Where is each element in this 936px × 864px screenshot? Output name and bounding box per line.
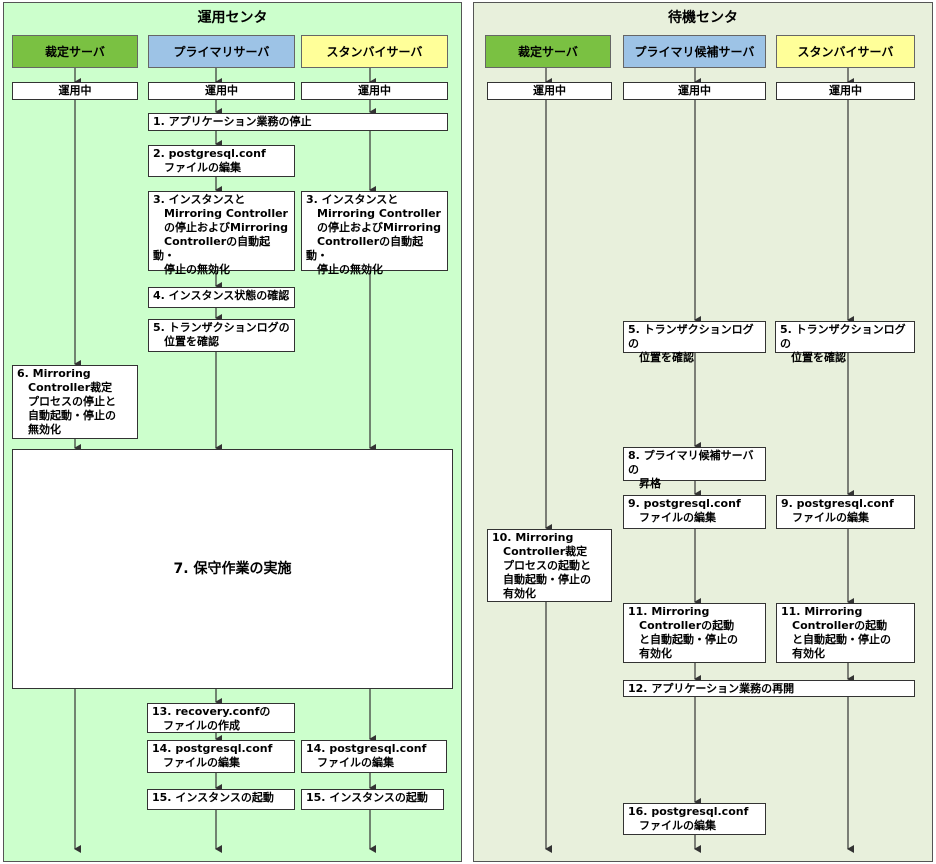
left-judge-header: 裁定サーバ [12,35,138,68]
step-1-stop-application: 1. アプリケーション業務の停止 [148,113,448,131]
step-3-standby-stop-instance: 3. インスタンスと Mirroring Controller の停止およびMi… [301,191,448,276]
standby-center-title: 待機センタ [668,10,738,26]
right-standby-status: 運用中 [776,82,915,100]
step-13-create-recovery-conf: 13. recovery.confの ファイルの作成 [147,703,295,733]
right-primary-candidate-header: プライマリ候補サーバ [623,35,766,68]
right-standby-header: スタンバイサーバ [776,35,915,68]
step-16-edit-postgresql-conf: 16. postgresql.conf ファイルの編集 [623,803,766,835]
step-4-check-instance-state: 4. インスタンス状態の確認 [148,287,295,308]
step-11-standby-start-mirroring-controller: 11. Mirroring Controllerの起動 と自動起動・停止の 有効… [776,603,915,663]
step-5-candidate-check-wal-position: 5. トランザクションログの 位置を確認 [623,321,766,364]
step-8-promote-candidate: 8. プライマリ候補サーバの 昇格 [623,447,766,490]
left-primary-status: 運用中 [148,82,295,100]
step-12-resume-application: 12. アプリケーション業務の再開 [623,680,915,697]
right-primary-candidate-status: 運用中 [623,82,766,100]
step-15-standby-start-instance: 15. インスタンスの起動 [301,789,444,810]
step-7-maintenance-work: 7. 保守作業の実施 [12,449,453,689]
operation-center-title: 運用センタ [197,10,268,26]
step-14-standby-edit-postgresql-conf: 14. postgresql.conf ファイルの編集 [301,740,447,773]
right-judge-header: 裁定サーバ [485,35,611,68]
step-2-edit-postgresql-conf: 2. postgresql.conf ファイルの編集 [148,145,295,177]
step-11-candidate-start-mirroring-controller: 11. Mirroring Controllerの起動 と自動起動・停止の 有効… [623,603,766,663]
left-standby-status: 運用中 [301,82,448,100]
step-14-primary-edit-postgresql-conf: 14. postgresql.conf ファイルの編集 [147,740,295,773]
step-9-candidate-edit-postgresql-conf: 9. postgresql.conf ファイルの編集 [623,495,766,529]
left-standby-header: スタンバイサーバ [301,35,448,68]
standby-center-panel: 待機センタ [473,2,933,862]
step-6-stop-arbitration-process: 6. Mirroring Controller裁定 プロセスの停止と 自動起動・… [12,365,138,439]
step-3-primary-stop-instance: 3. インスタンスと Mirroring Controller の停止およびMi… [148,191,295,276]
right-judge-status: 運用中 [487,82,612,100]
step-9-standby-edit-postgresql-conf: 9. postgresql.conf ファイルの編集 [776,495,915,529]
left-judge-status: 運用中 [12,82,138,100]
left-primary-header: プライマリサーバ [148,35,295,68]
step-15-primary-start-instance: 15. インスタンスの起動 [147,789,295,810]
step-5-left-check-wal-position: 5. トランザクションログの 位置を確認 [148,319,295,352]
step-5-right-standby-check-wal-position: 5. トランザクションログの 位置を確認 [775,321,915,364]
step-10-start-arbitration-process: 10. Mirroring Controller裁定 プロセスの起動と 自動起動… [487,529,612,602]
